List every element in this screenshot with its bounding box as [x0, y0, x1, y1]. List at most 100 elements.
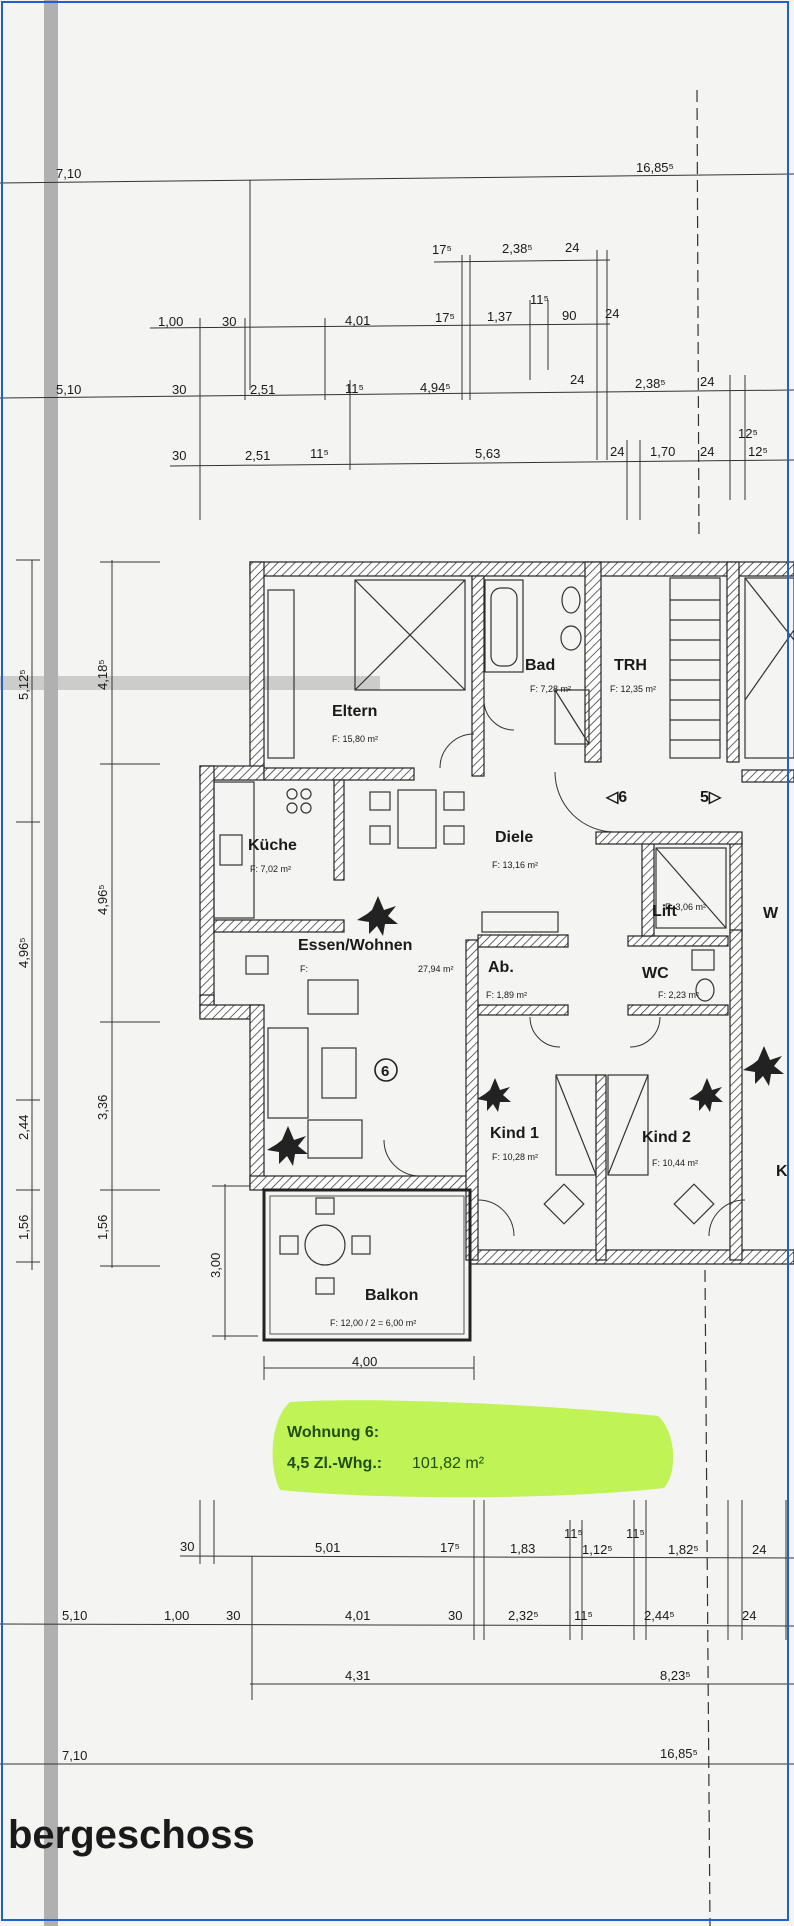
dim-label: 16,85⁵ [660, 1746, 698, 1761]
hob [300, 802, 312, 814]
room-area-diele: F: 13,16 m² [492, 860, 538, 870]
dim-label: 17⁵ [432, 242, 452, 257]
dim-label: 2,51 [245, 448, 270, 463]
dim-label: 5,01 [315, 1540, 340, 1555]
balcony-chair [315, 1277, 335, 1295]
wall-lift-left [641, 839, 655, 937]
centre-axis-lower [704, 1269, 711, 1926]
room-labels: Eltern F: 15,80 m² Bad F: 7,28 m² TRH F:… [248, 657, 788, 1328]
room-area-wc: F: 2,23 m² [658, 990, 699, 1000]
balcony-table [304, 1224, 346, 1266]
dim-label: 24 [752, 1542, 766, 1557]
chair [443, 825, 465, 845]
scan-fold-band [0, 676, 380, 690]
top-dimension-lines [0, 173, 794, 520]
neighbour-label-k: K [776, 1163, 788, 1180]
furniture [213, 577, 794, 1295]
dim-label: 30 [172, 448, 186, 463]
bottom-dim-labels: 30 5,01 17⁵ 1,83 11⁵ 1,12⁵ 11⁵ 1,82⁵ 24 … [62, 1526, 766, 1763]
room-name-trh: TRH [614, 657, 647, 674]
wall-wc-bottom [627, 1004, 729, 1016]
wall-left-kitchen [199, 765, 215, 1007]
left-dimension-lines [16, 559, 258, 1340]
hob [286, 788, 298, 800]
balkon-width-label: 4,00 [352, 1354, 377, 1369]
wall-bad-right [584, 561, 602, 763]
dim-label: 1,82⁵ [668, 1542, 699, 1557]
kind2-desk [673, 1183, 715, 1225]
plants [267, 896, 784, 1166]
dim-label: 24 [700, 374, 714, 389]
centre-axis-top [696, 89, 700, 541]
stairs [669, 577, 794, 759]
wardrobe [267, 589, 295, 759]
dim-label: 1,56 [16, 1215, 31, 1240]
storage-shelf [481, 911, 559, 933]
dim-label: 5,10 [62, 1608, 87, 1623]
room-area-balkon: F: 12,00 / 2 = 6,00 m² [330, 1318, 416, 1328]
hob [286, 802, 298, 814]
balcony-inner [269, 1195, 465, 1335]
dim-label: 4,01 [345, 313, 370, 328]
room-area-kind1: F: 10,28 m² [492, 1152, 538, 1162]
dim-label: 7,10 [62, 1748, 87, 1763]
wall-wc-top [627, 935, 729, 947]
stair-mark-left: ◁6 [605, 789, 627, 806]
dim-label: 1,56 [95, 1215, 110, 1240]
wall-left-lower [249, 1004, 265, 1190]
room-name-lift: Lift [652, 903, 678, 920]
dim-label: 5,12⁵ [16, 669, 31, 700]
wc-fixture [691, 949, 715, 971]
dining-table [397, 789, 437, 849]
dim-label: 1,70 [650, 444, 675, 459]
room-area-trh: F: 12,35 m² [610, 684, 656, 694]
stair-mark-right: 5▷ [700, 789, 722, 806]
neighbour-label-w: W [763, 905, 779, 922]
dim-label: 3,36 [95, 1095, 110, 1120]
scan-fold-shadow [44, 0, 58, 1926]
room-name-essen: Essen/Wohnen [298, 937, 412, 954]
wall-bottom-living [249, 1175, 476, 1191]
dim-label: 4,31 [345, 1668, 370, 1683]
sofa [267, 1027, 309, 1119]
wall-kind-divider [595, 1074, 607, 1261]
door-swings [383, 699, 746, 1237]
dim-label: 4,18⁵ [95, 659, 110, 690]
chair [369, 791, 391, 811]
room-name-kind2: Kind 2 [642, 1129, 691, 1146]
wall-living-right [465, 939, 479, 1261]
dim-label: 4,94⁵ [420, 380, 451, 395]
wall-top [249, 561, 794, 577]
dim-label: 11⁵ [564, 1526, 583, 1541]
kind1-bed [555, 1074, 597, 1176]
dim-label: 2,38⁵ [635, 376, 666, 391]
dim-label: 24 [565, 240, 579, 255]
wall-eltern-bottom [263, 767, 415, 781]
sofa [307, 1119, 363, 1159]
room-area-essen: 27,94 m² [418, 964, 454, 974]
room-name-kind1: Kind 1 [490, 1125, 539, 1142]
dim-label: 24 [605, 306, 619, 321]
wall-lift-right [729, 839, 743, 937]
section-title: bergeschoss [8, 1813, 255, 1857]
wall-ab-box [477, 934, 569, 948]
dim-label: 24 [610, 444, 624, 459]
room-area-kueche: F: 7,02 m² [250, 864, 291, 874]
dim-label: 1,83 [510, 1541, 535, 1556]
chair [369, 825, 391, 845]
dim-label: 30 [172, 382, 186, 397]
bathtub-inner [490, 587, 518, 667]
room-area-ab: F: 1,89 m² [486, 990, 527, 1000]
bed [354, 579, 466, 691]
room-name-balkon: Balkon [365, 1287, 418, 1304]
sink [219, 834, 243, 866]
coffee-table [321, 1047, 357, 1099]
dim-label: 24 [570, 372, 584, 387]
room-area-bad: F: 7,28 m² [530, 684, 571, 694]
bathtub [484, 579, 524, 673]
wall-left-eltern [249, 561, 265, 769]
wall-eltern-bad [471, 575, 485, 777]
top-dim-labels: 7,10 16,85⁵ 17⁵ 2,38⁵ 24 1,00 30 4,01 17… [56, 160, 768, 463]
washbasin [560, 625, 582, 651]
wall-trh-right [726, 561, 740, 763]
